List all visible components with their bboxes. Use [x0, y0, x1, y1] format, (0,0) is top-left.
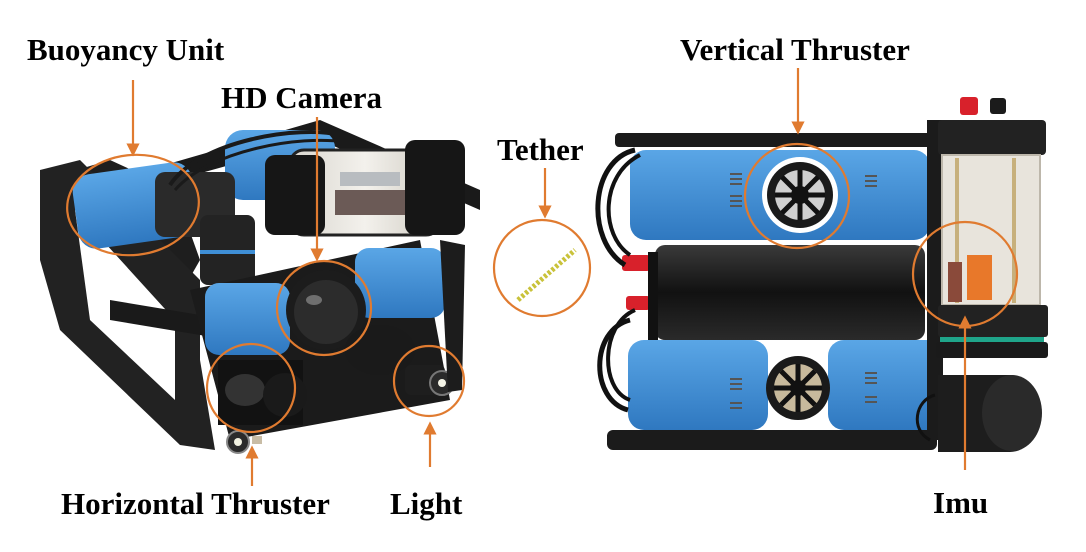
- rov-isometric-illustration: [40, 120, 480, 454]
- annotations: [66, 68, 1019, 486]
- label-tether: Tether: [497, 132, 584, 167]
- hd-camera-circle: [275, 259, 373, 357]
- label-hd-camera: HD Camera: [221, 80, 382, 115]
- label-imu: Imu: [933, 485, 989, 520]
- light-circle: [392, 344, 466, 418]
- label-horizontal-thruster: Horizontal Thruster: [61, 486, 330, 521]
- horizontal-thruster-circle: [205, 342, 297, 434]
- vertical-thruster-circle: [743, 142, 851, 250]
- label-buoyancy-unit: Buoyancy Unit: [27, 32, 225, 67]
- rov-side-illustration: [516, 97, 1048, 452]
- label-vertical-thruster: Vertical Thruster: [680, 32, 910, 67]
- tether-circle: [492, 218, 592, 318]
- buoyancy-unit-circle: [66, 153, 200, 257]
- label-light: Light: [390, 486, 463, 521]
